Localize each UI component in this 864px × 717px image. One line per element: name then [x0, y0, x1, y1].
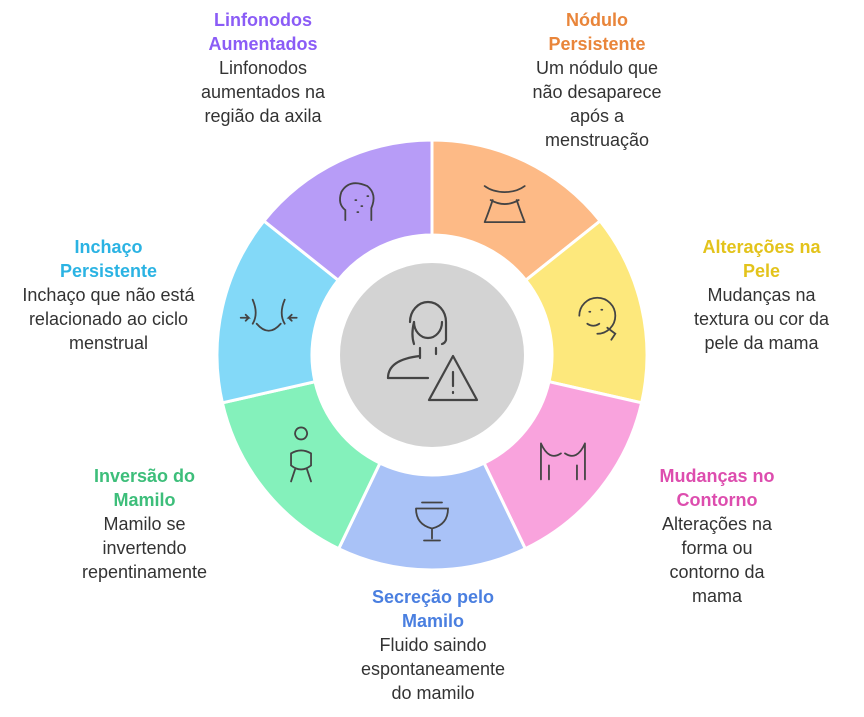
- label-swelling-title: Inchaço Persistente: [59, 237, 158, 281]
- label-swelling-desc: Inchaço que não está relacionado ao cicl…: [22, 285, 195, 353]
- center-hub: [334, 257, 530, 453]
- label-discharge: Secreção pelo Mamilo Fluido saindo espon…: [338, 585, 528, 705]
- label-discharge-title: Secreção pelo Mamilo: [371, 587, 495, 631]
- label-contour: Mudanças no Contorno Alterações na forma…: [622, 464, 812, 608]
- label-nodule-desc: Um nódulo que não desaparece após a mens…: [532, 58, 662, 150]
- label-discharge-desc: Fluido saindo espontaneamente do mamilo: [360, 635, 506, 703]
- label-contour-desc: Alterações na forma ou contorno da mama: [661, 514, 773, 606]
- chest-contour-icon: [540, 442, 586, 481]
- head-spots-icon: [339, 182, 375, 221]
- label-nodule-title: Nódulo Persistente: [548, 10, 646, 54]
- label-swelling: Inchaço Persistente Inchaço que não está…: [6, 235, 211, 355]
- label-inversion: Inversão do Mamilo Mamilo se invertendo …: [62, 464, 227, 584]
- label-skin: Alterações na Pele Mudanças na textura o…: [664, 235, 859, 355]
- label-inversion-desc: Mamilo se invertendo repentinamente: [81, 514, 208, 582]
- label-contour-title: Mudanças no Contorno: [659, 466, 775, 510]
- segment-gap-skin: [524, 347, 553, 378]
- skin-face-icon: [578, 296, 617, 341]
- label-skin-desc: Mudanças na textura ou cor da pele da ma…: [693, 285, 830, 353]
- label-nodule: Nódulo Persistente Um nódulo que não des…: [502, 8, 692, 152]
- label-lymph-title: Linfonodos Aumentados: [208, 10, 318, 54]
- waist-icon: [239, 298, 298, 332]
- segment-gap-lymph: [398, 234, 429, 265]
- torso-icon: [483, 185, 526, 223]
- label-inversion-title: Inversão do Mamilo: [93, 466, 196, 510]
- person-hunched-icon: [290, 426, 312, 483]
- label-lymph: Linfonodos Aumentados Linfonodos aumenta…: [168, 8, 358, 128]
- woman-warning-icon: [386, 300, 479, 402]
- cup-icon: [415, 501, 449, 542]
- segment-lymph: [261, 138, 434, 283]
- label-skin-title: Alterações na Pele: [702, 237, 821, 281]
- label-lymph-desc: Linfonodos aumentados na região da axila: [200, 58, 326, 126]
